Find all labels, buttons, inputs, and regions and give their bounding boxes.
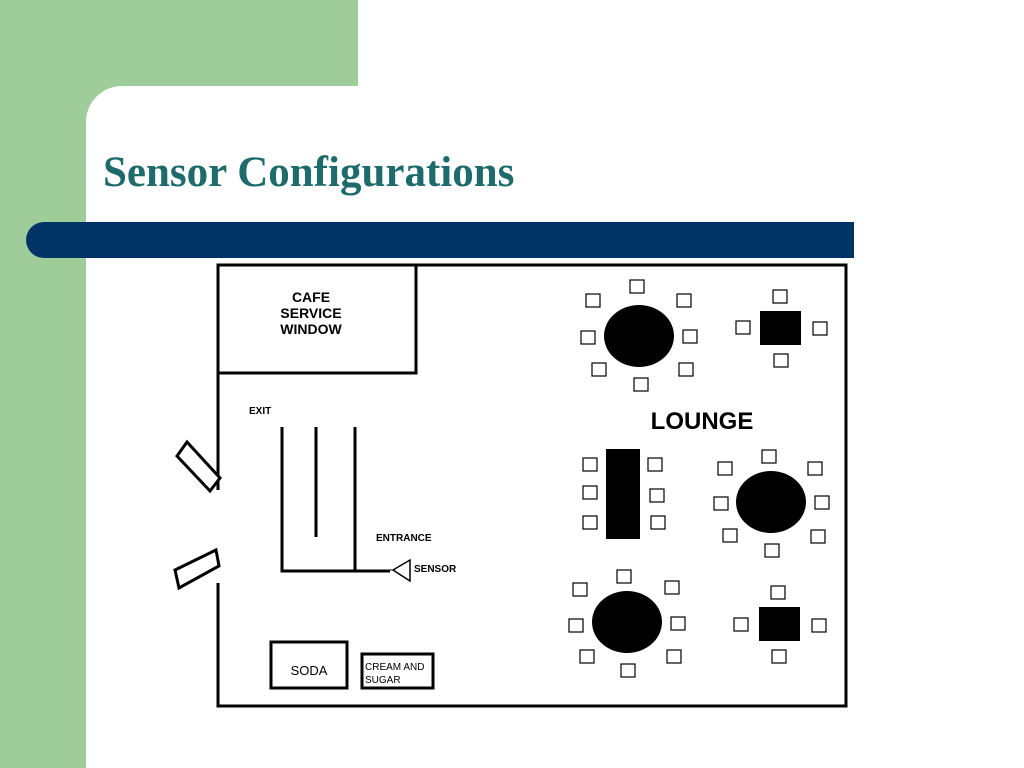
chair xyxy=(664,580,680,595)
chair xyxy=(582,485,598,500)
chair xyxy=(717,461,733,476)
chair xyxy=(810,529,826,544)
chair xyxy=(579,649,595,664)
chair xyxy=(773,353,789,368)
exit-label: EXIT xyxy=(249,406,271,417)
cafe-label-line1: CAFE xyxy=(292,289,330,305)
chair xyxy=(647,457,663,472)
cafe-label-line2: SERVICE xyxy=(280,305,341,321)
chair xyxy=(670,616,686,631)
chair xyxy=(572,582,588,597)
entrance-label: ENTRANCE xyxy=(376,533,432,544)
chair xyxy=(761,449,777,464)
chair xyxy=(582,515,598,530)
chair xyxy=(812,321,828,336)
soda-box xyxy=(269,640,349,690)
chair xyxy=(650,515,666,530)
chair xyxy=(649,488,665,503)
table-top xyxy=(604,305,674,367)
cafe-floor-plan: CAFE SERVICE WINDOW EXIT ENTRANCE SENSOR… xyxy=(173,263,848,708)
chair xyxy=(772,289,788,304)
chair xyxy=(666,649,682,664)
chair xyxy=(568,618,584,633)
square-table-1 xyxy=(735,289,828,368)
chair xyxy=(616,569,632,584)
chair xyxy=(771,649,787,664)
round-table-2 xyxy=(713,449,830,558)
sensor-label: SENSOR xyxy=(414,564,457,575)
chair xyxy=(676,293,692,308)
chair xyxy=(770,585,786,600)
cream-sugar-box xyxy=(360,652,435,690)
table-top xyxy=(606,449,640,539)
door-lower xyxy=(173,547,221,591)
cream-label-line2: SUGAR xyxy=(365,675,401,686)
queue-rail-outer xyxy=(280,427,390,573)
round-table-3 xyxy=(568,569,686,678)
outer-wall xyxy=(216,263,848,708)
chair xyxy=(764,543,780,558)
chair xyxy=(735,320,751,335)
table-top xyxy=(760,311,801,345)
chair xyxy=(620,663,636,678)
chair xyxy=(814,495,830,510)
round-table-1 xyxy=(580,279,698,392)
cafe-label-line3: WINDOW xyxy=(280,321,342,337)
chair xyxy=(591,362,607,377)
square-table-2 xyxy=(733,585,827,664)
chair xyxy=(713,496,729,511)
sensor-icon xyxy=(391,558,411,583)
chair xyxy=(811,618,827,633)
chair xyxy=(678,362,694,377)
slide-title: Sensor Configurations xyxy=(103,149,515,196)
content-card xyxy=(86,86,1024,768)
table-top xyxy=(592,591,662,653)
cream-label-line1: CREAM AND xyxy=(365,662,424,673)
cafe-service-window-box xyxy=(218,265,418,375)
lounge-label: LOUNGE xyxy=(651,408,754,435)
chair xyxy=(722,528,738,543)
door-upper xyxy=(175,439,222,494)
chair xyxy=(585,293,601,308)
chair xyxy=(633,377,649,392)
long-table xyxy=(582,449,666,539)
title-underline-bar xyxy=(26,222,854,258)
chair xyxy=(733,617,749,632)
soda-label: SODA xyxy=(291,663,328,678)
chair xyxy=(807,461,823,476)
table-top xyxy=(736,471,806,533)
chair xyxy=(629,279,645,294)
chair xyxy=(580,330,596,345)
chair xyxy=(682,329,698,344)
chair xyxy=(582,457,598,472)
table-top xyxy=(759,607,800,641)
